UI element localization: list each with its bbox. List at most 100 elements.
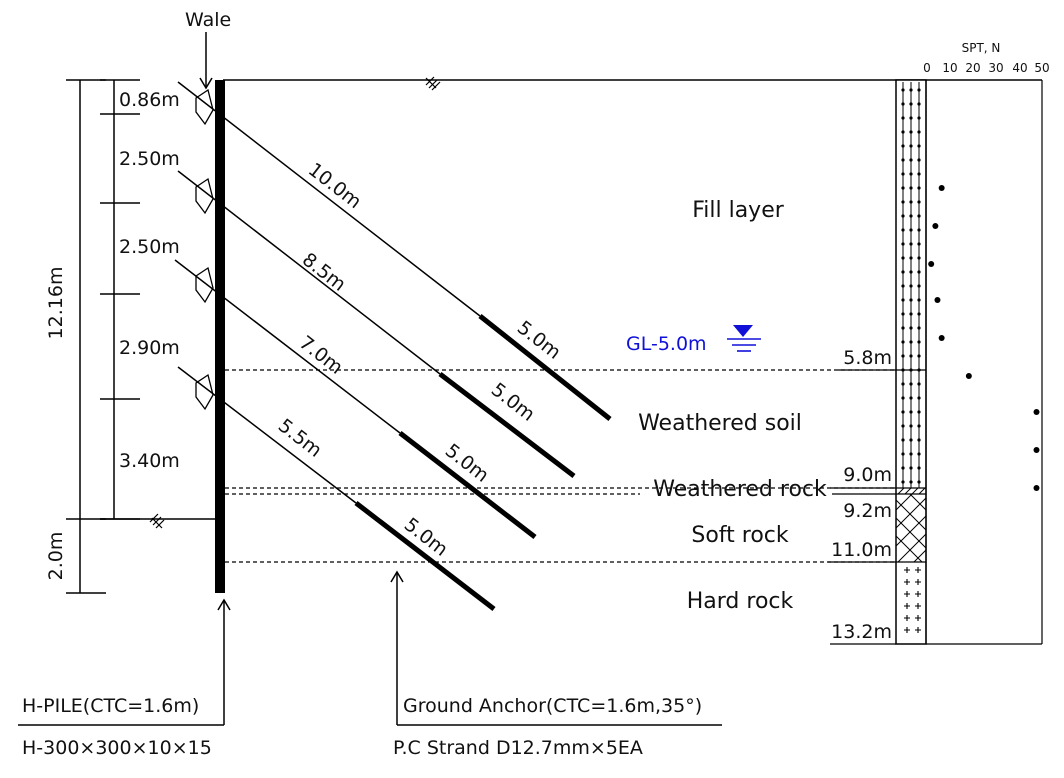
spt-tick-30: 30 [988,61,1003,75]
soil-pattern-dot [901,186,905,190]
wale-label: Wale [185,9,231,31]
soil-pattern-dot [909,242,913,246]
soil-pattern-dot [901,410,905,414]
layer-label-weathered-soil: Weathered soil [638,411,802,436]
bond-length-label-1: 5.0m [513,317,565,364]
pile-callout [18,598,231,726]
spt-tick-40: 40 [1012,61,1027,75]
water-level-symbol [727,325,761,352]
soil-pattern-dot [901,144,905,148]
soil-pattern-dot [909,326,913,330]
soil-pattern-dot [917,480,921,484]
soil-pattern-dot [909,480,913,484]
soil-pattern-dot [901,270,905,274]
rock-pattern-cross [915,591,921,597]
soil-pattern-dot [917,298,921,302]
embed-depth-label: 2.0m [45,532,67,581]
soil-pattern-dot [917,172,921,176]
soil-pattern-dot [901,340,905,344]
total-depth-label: 12.16m [45,267,67,340]
soil-pattern-dot [917,438,921,442]
h-pile [215,80,225,593]
rock-pattern-cross [904,615,910,621]
soil-pattern-dot [909,424,913,428]
depth-label-5: 13.2m [831,621,892,643]
soil-pattern-dot [901,88,905,92]
soil-pattern-dot [909,410,913,414]
soil-pattern-dot [909,466,913,470]
rock-pattern-cross [915,567,921,573]
soil-pattern-dot [909,102,913,106]
rock-pattern-cross [904,591,910,597]
soil-pattern-dot [901,158,905,162]
depth-label-4: 11.0m [831,539,892,561]
soil-pattern-dot [901,200,905,204]
soil-pattern-dot [917,466,921,470]
soil-pattern-dot [901,130,905,134]
layer-label-weathered-rock: Weathered rock [653,477,827,502]
soil-pattern-dot [901,256,905,260]
soil-pattern-dot [917,340,921,344]
spacing-label-1: 0.86m [119,89,180,111]
soil-pattern-dot [917,214,921,218]
anchor-callout [390,570,722,726]
soil-pattern-dot [909,298,913,302]
excavation-hatch-symbol [149,513,165,529]
soil-pattern-dot [917,284,921,288]
soil-pattern-dot [901,354,905,358]
soil-pattern-dot [917,88,921,92]
spacing-label-3: 2.50m [119,236,180,258]
layer-boundaries [225,369,896,563]
soil-pattern-dot [901,326,905,330]
free-length-label-4: 5.5m [274,415,326,462]
soil-pattern-dot [901,312,905,316]
soil-pattern-dot [901,284,905,288]
soil-pattern-dot [917,410,921,414]
free-length-label-2: 8.5m [298,249,350,296]
rock-pattern-cross [904,603,910,609]
soil-pattern-dot [909,172,913,176]
wale-arrow [199,32,213,90]
soil-pattern-dot [909,228,913,232]
spt-chart: SPT, N 0 10 20 30 40 50 [923,41,1050,645]
spt-points [928,185,1040,491]
rock-pattern-cross [904,579,910,585]
dimension-lines [66,79,140,594]
spt-point [965,373,972,379]
spt-tick-50: 50 [1034,61,1049,75]
soil-pattern-dot [901,298,905,302]
depth-label-2: 9.0m [843,464,892,486]
spt-point [934,297,941,303]
soil-pattern-dot [909,284,913,288]
anchor-2 [177,170,576,478]
pile-spec-label: H-PILE(CTC=1.6m) [22,695,199,717]
soil-pattern-dot [901,102,905,106]
soil-pattern-dot [917,326,921,330]
soil-pattern-dot [901,396,905,400]
spt-point [938,185,945,191]
soil-pattern-dot [917,116,921,120]
bond-length-label-3: 5.0m [441,440,493,487]
soil-pattern-dot [909,312,913,316]
anchor-3 [174,259,537,539]
soil-pattern-dot [901,242,905,246]
soil-pattern-dot [909,88,913,92]
pile-section-label: H-300×300×10×15 [22,737,212,759]
soil-pattern-dot [901,172,905,176]
soil-pattern-dot [917,382,921,386]
soil-pattern-dot [909,340,913,344]
soil-pattern-dot [917,256,921,260]
soil-pattern-dot [909,130,913,134]
rock-pattern-cross [915,579,921,585]
spt-tick-20: 20 [965,61,980,75]
spt-tick-0: 0 [923,61,931,75]
soil-pattern-dot [917,186,921,190]
spt-point [932,223,939,229]
soil-pattern-dot [909,354,913,358]
spt-point [1033,447,1040,453]
soil-pattern-dot [909,396,913,400]
spt-point [928,261,935,267]
layer-label-fill: Fill layer [692,198,785,223]
